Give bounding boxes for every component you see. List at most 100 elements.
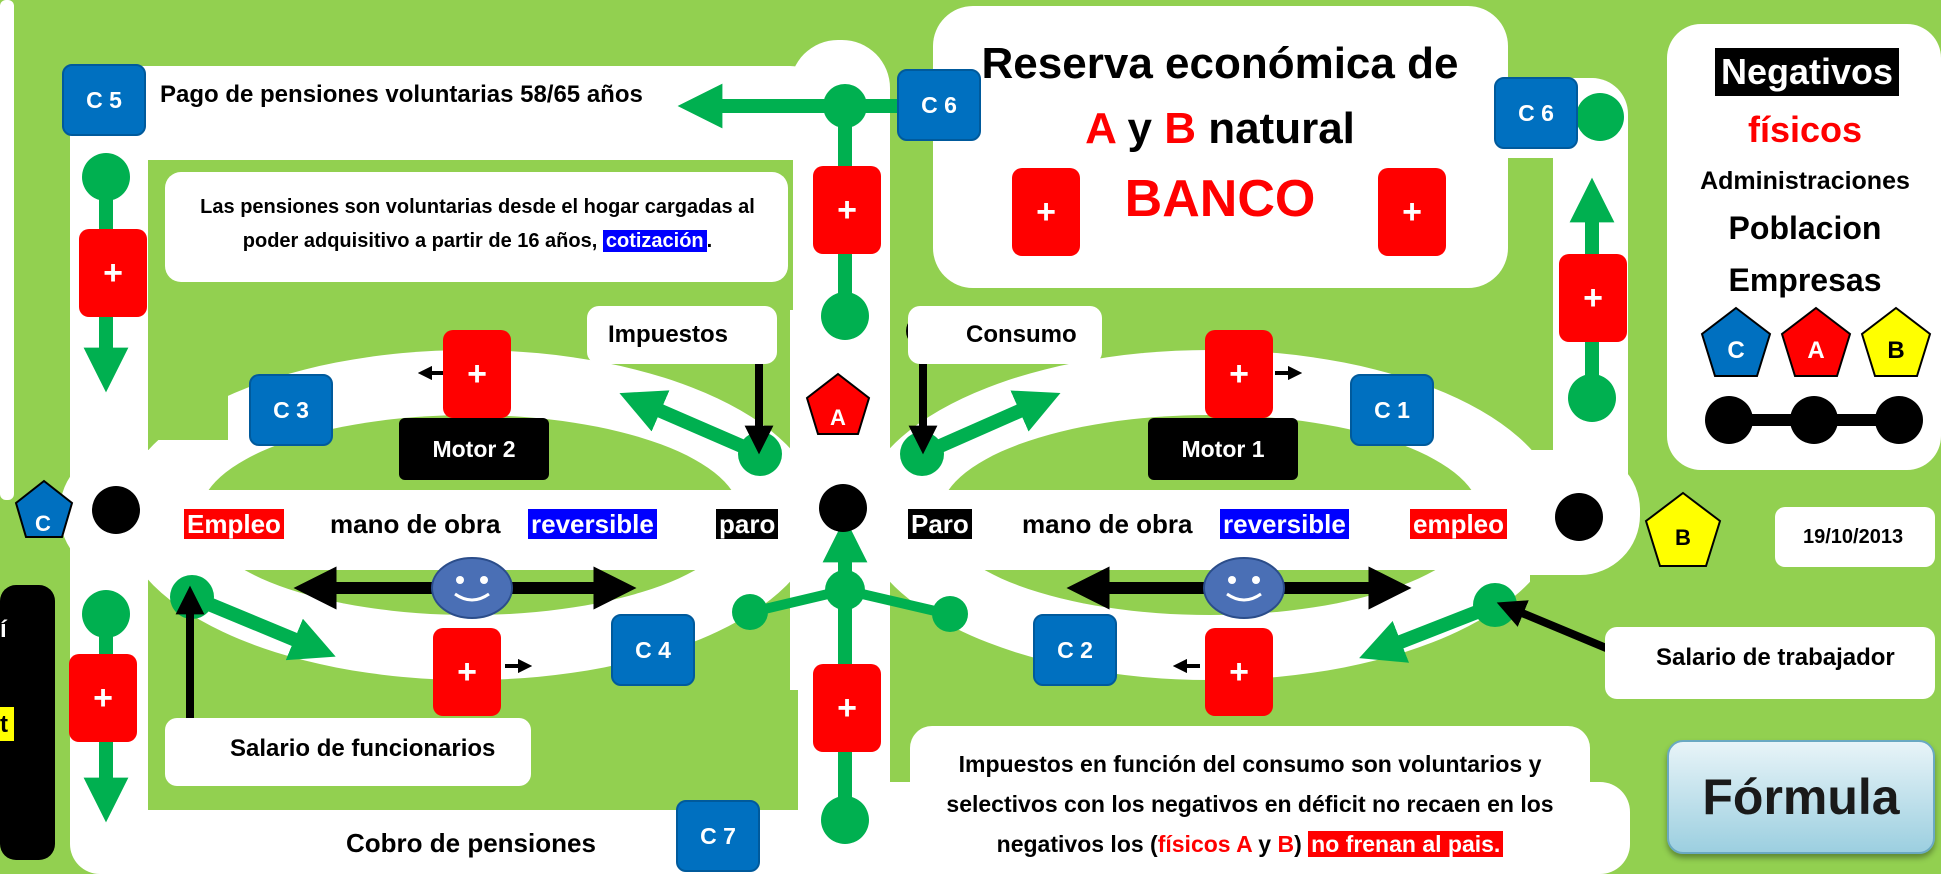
plus-right-vertical: + xyxy=(1559,254,1627,342)
plus-bank-right: + xyxy=(1378,168,1446,256)
road-top-left xyxy=(70,66,830,162)
legend-item-empresas: Empresas xyxy=(1728,262,1882,298)
arrow-right-loop-bottom xyxy=(1359,598,1498,663)
right-paro-text: Paro xyxy=(908,509,972,539)
pensions-note-end: . xyxy=(706,230,713,252)
badge-c4: C 4 xyxy=(611,614,695,686)
taxes-note-line3: negativos los (físicos A y B) no frenan … xyxy=(915,824,1585,864)
taxes-note-fisicos: físicos xyxy=(1157,831,1231,857)
badge-c3: C 3 xyxy=(249,374,333,446)
right-paro: Paro xyxy=(908,509,972,539)
legend-item-administraciones: Administraciones xyxy=(1700,167,1910,195)
legend-pentagon-c-label: C xyxy=(1727,337,1745,364)
taxes-note-text: Impuestos en función del consumo son vol… xyxy=(915,744,1585,864)
salario-funcionarios-label: Salario de funcionarios xyxy=(230,735,496,762)
dot-right xyxy=(1555,493,1603,541)
pensions-note-highlight: cotización xyxy=(602,230,707,252)
dot-left xyxy=(92,486,140,534)
right-reversible: reversible xyxy=(1220,509,1349,539)
taxes-note-line1: Impuestos en función del consumo son vol… xyxy=(958,751,1542,777)
taxes-note-a: A xyxy=(1236,831,1252,857)
title-natural: natural xyxy=(1208,104,1355,153)
plus-left-bottom: + xyxy=(69,654,137,742)
legend-sub: físicos xyxy=(1747,109,1863,150)
taxes-note-highlight: no frenan al pais. xyxy=(1308,831,1504,857)
bank-title-line1: Reserva económica de xyxy=(981,39,1459,88)
left-edge-panel xyxy=(0,0,14,500)
plus-left-top: + xyxy=(79,229,147,317)
legend-pentagon-b-label: B xyxy=(1887,337,1905,364)
right-empleo: empleo xyxy=(1410,509,1508,539)
taxes-note-close: ) xyxy=(1294,831,1302,857)
taxes-note-line2: selectivos con los negativos en déficit … xyxy=(946,791,1554,817)
pentagon-c-left xyxy=(14,479,74,538)
taxes-note-pre: negativos los ( xyxy=(996,831,1158,857)
left-paro: paro xyxy=(716,509,779,539)
pentagon-c-left-label: C xyxy=(35,511,51,536)
salario-funcionarios-box xyxy=(165,718,531,786)
legend-pentagons xyxy=(1700,306,1932,444)
badge-c2: C 2 xyxy=(1033,614,1117,686)
left-empleo-text: Empleo xyxy=(184,509,284,539)
arrow-right-loop-top xyxy=(919,390,1061,461)
plus-center-top: + xyxy=(813,166,881,254)
bank-title-banco: BANCO xyxy=(1124,170,1316,228)
consumo-box xyxy=(908,306,1102,364)
legend-pentagon-a xyxy=(1780,306,1852,377)
bank-title-line2: A y B natural xyxy=(960,103,1480,155)
plus-loop-left-bottom: + xyxy=(433,628,501,716)
taxes-note-b: B xyxy=(1277,831,1295,857)
pentagon-b-right-label: B xyxy=(1675,525,1691,550)
impuestos-box xyxy=(587,306,777,364)
right-empleo-text: empleo xyxy=(1410,509,1508,539)
consumo-label: Consumo xyxy=(966,321,1077,348)
plus-motor2: + xyxy=(443,330,511,418)
arrow-left-loop-bottom xyxy=(189,590,336,661)
legend-heading: Negativos xyxy=(1715,48,1900,96)
left-mano: mano de obra xyxy=(330,509,501,539)
badge-c7: C 7 xyxy=(676,800,760,872)
salario-trabajador-box xyxy=(1605,627,1935,699)
legend-pentagon-b xyxy=(1860,306,1932,377)
badge-c5: C 5 xyxy=(62,64,146,136)
left-empleo: Empleo xyxy=(184,509,284,539)
left-reversible: reversible xyxy=(528,509,657,539)
title-b: B xyxy=(1164,104,1196,153)
plus-center-bottom: + xyxy=(813,664,881,752)
salario-trabajador-label: Salario de trabajador xyxy=(1656,644,1895,671)
formula-button[interactable]: Fórmula xyxy=(1667,740,1935,854)
pentagon-a-center-label: A xyxy=(830,405,846,430)
plus-bank-left: + xyxy=(1012,168,1080,256)
right-reversible-text: reversible xyxy=(1220,509,1349,539)
left-paro-text: paro xyxy=(716,509,779,539)
pensions-note-body: Las pensiones son voluntarias desde el h… xyxy=(200,196,755,252)
plus-loop-right-bottom: + xyxy=(1205,628,1273,716)
left-panel-fragment-1: í xyxy=(0,616,7,643)
plus-motor1: + xyxy=(1205,330,1273,418)
right-mano: mano de obra xyxy=(1022,509,1193,539)
impuestos-label: Impuestos xyxy=(608,321,729,348)
title-y: y xyxy=(1127,104,1152,153)
pentagon-a-center xyxy=(805,372,871,435)
pentagon-b-right xyxy=(1644,491,1722,567)
legend-pentagon-a-label: A xyxy=(1807,337,1825,364)
title-a: A xyxy=(1085,104,1116,153)
top-pensions-label: Pago de pensiones voluntarias 58/65 años xyxy=(160,81,643,108)
pensions-note-text: Las pensiones son voluntarias desde el h… xyxy=(180,190,775,258)
left-black-panel xyxy=(0,585,55,860)
left-panel-fragment-2: t xyxy=(0,711,8,738)
legend-box xyxy=(1667,24,1941,470)
motor-1: Motor 1 xyxy=(1148,418,1298,480)
smiley-left-icon xyxy=(431,557,513,619)
date-label: 19/10/2013 xyxy=(1803,526,1904,548)
badge-c1: C 1 xyxy=(1350,374,1434,446)
motor-2: Motor 2 xyxy=(399,418,549,480)
arrow-left-loop-top xyxy=(619,390,763,461)
taxes-note-y: y xyxy=(1258,831,1272,857)
badge-c6-top: C 6 xyxy=(897,69,981,141)
left-reversible-text: reversible xyxy=(528,509,657,539)
legend-pentagon-c xyxy=(1700,306,1772,377)
smiley-right-icon xyxy=(1203,557,1285,619)
legend-item-poblacion: Poblacion xyxy=(1728,210,1882,246)
